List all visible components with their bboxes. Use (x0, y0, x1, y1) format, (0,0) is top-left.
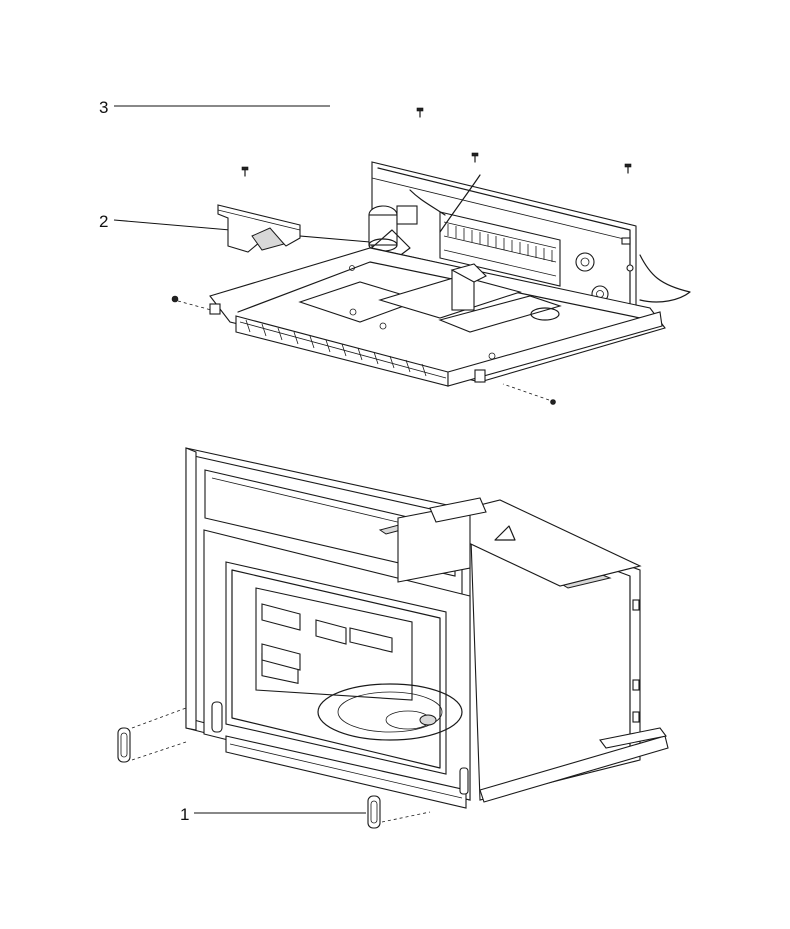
cavity-body (378, 497, 669, 803)
fan-motor (359, 205, 418, 273)
connector-strip (443, 221, 557, 277)
left-flange (185, 447, 197, 731)
screw-icon (416, 107, 424, 118)
front-frame (185, 447, 471, 809)
screw-icon (471, 152, 479, 163)
oven-cavity-assembly (185, 447, 669, 809)
wire-harness (409, 174, 691, 303)
screw-icon (171, 295, 216, 312)
screw-icon (502, 383, 556, 405)
screw-group (171, 107, 632, 405)
chassis-base-pan (209, 247, 666, 387)
foot-left (117, 707, 187, 763)
callout-1-number: 1 (180, 805, 189, 824)
foot-bottom (367, 795, 431, 829)
vent-bracket (217, 204, 301, 253)
top-chassis-assembly (209, 161, 691, 387)
screw-icon (241, 166, 249, 177)
callout-2-number: 2 (99, 212, 108, 231)
foot-part (117, 707, 431, 829)
knob-icon (575, 252, 595, 272)
callout-1[interactable]: 1 (180, 805, 366, 824)
callout-3[interactable]: 3 (99, 98, 330, 117)
screw-icon (624, 163, 632, 174)
callout-3-number: 3 (99, 98, 108, 117)
